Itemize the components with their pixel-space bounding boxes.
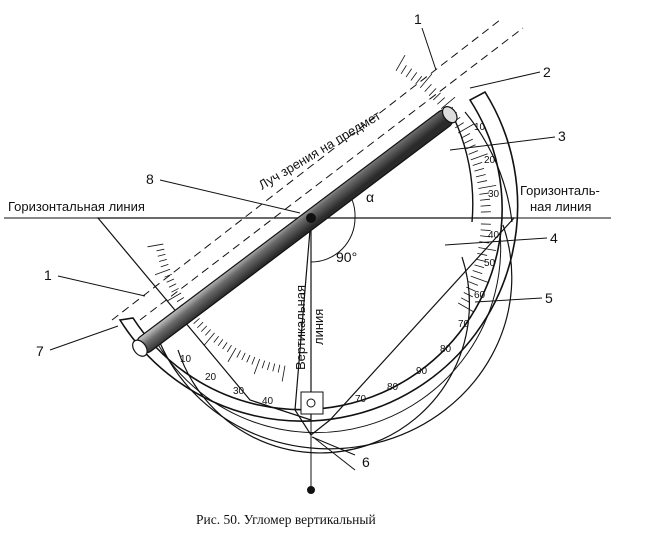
- scale-tick: [242, 353, 246, 360]
- inner-scale-40: 40: [262, 396, 274, 407]
- scale-tick: [197, 322, 203, 328]
- scale-tick: [474, 168, 484, 171]
- callout-4: 4: [550, 230, 558, 246]
- vertical-line-label-1: Вертикальная: [293, 285, 308, 370]
- index-window: [301, 392, 323, 414]
- scale-tick: [481, 205, 491, 206]
- scale-tick: [478, 185, 496, 188]
- inner-scale-30: 30: [233, 386, 245, 397]
- callout-5: 5: [545, 290, 553, 306]
- scale-tick: [227, 345, 231, 352]
- outer-scale-10: 10: [474, 122, 486, 133]
- outer-scale-30: 30: [488, 189, 500, 200]
- callout-7: 7: [36, 343, 44, 359]
- inner-scale-20: 20: [205, 372, 217, 383]
- scale-tick: [223, 342, 227, 349]
- scale-tick: [461, 133, 470, 138]
- callout-1-top: 1: [414, 11, 422, 27]
- scale-tick: [171, 288, 178, 292]
- scale-tick: [159, 259, 167, 261]
- scale-tick: [194, 318, 200, 323]
- outer-scale-60: 60: [474, 290, 486, 301]
- scale-tick: [205, 329, 210, 335]
- scale-tick: [156, 249, 164, 251]
- scale-tick: [474, 265, 484, 268]
- outer-scale-80: 80: [440, 344, 452, 355]
- callout-8: 8: [146, 171, 154, 187]
- angle-90-label: 90°: [336, 249, 357, 265]
- scale-tick: [416, 76, 422, 84]
- horizontal-line-label-right-1: Горизонталь-: [520, 183, 600, 198]
- scale-tick: [473, 162, 483, 165]
- scale-tick: [247, 355, 250, 362]
- vertical-line-label-2: линия: [311, 309, 326, 345]
- scale-tick: [237, 350, 241, 357]
- scale-tick: [252, 357, 255, 364]
- outer-scale-40: 40: [488, 230, 500, 241]
- scale-tick: [458, 303, 474, 312]
- scale-tick: [477, 181, 487, 183]
- scale-tick: [262, 361, 264, 369]
- scale-tick: [437, 98, 444, 105]
- scale-tick: [401, 65, 406, 73]
- plumb-bob: [307, 486, 315, 494]
- scale-tick: [469, 282, 478, 286]
- scale-tick: [254, 359, 259, 374]
- scale-tick: [473, 271, 483, 274]
- scale-tick: [464, 139, 473, 143]
- inner-scale-90: 90: [416, 366, 428, 377]
- scale-tick: [218, 339, 223, 345]
- scale-tick: [464, 293, 473, 297]
- scale-tick: [396, 55, 405, 71]
- scale-tick: [425, 84, 432, 91]
- callout-6: 6: [362, 454, 370, 470]
- scale-ring: [155, 110, 512, 453]
- scale-tick: [411, 72, 417, 80]
- scale-tick: [461, 298, 470, 303]
- callout-3: 3: [558, 128, 566, 144]
- inner-scale-10: 10: [180, 354, 192, 365]
- scale-tick: [201, 326, 207, 332]
- scale-tick: [177, 297, 184, 301]
- alpha-label: α: [366, 189, 374, 205]
- scale-tick: [282, 366, 285, 382]
- scale-tick: [273, 364, 275, 372]
- scale-tick: [433, 93, 440, 100]
- scale-tick: [158, 254, 166, 256]
- outer-scale-20: 20: [484, 155, 496, 166]
- outer-scale-70: 70: [458, 319, 470, 330]
- scale-tick: [155, 269, 170, 274]
- scale-tick: [458, 124, 474, 133]
- horizontal-line-label-left: Горизонтальная линия: [8, 199, 145, 214]
- inner-scale-70: 70: [355, 394, 367, 405]
- inner-scale-80: 80: [387, 382, 399, 393]
- pivot-point: [306, 213, 316, 223]
- scale-tick: [476, 174, 486, 176]
- scale-tick: [469, 151, 478, 155]
- horizontal-line-label-right-2: ная линия: [530, 199, 591, 214]
- figure-caption: Рис. 50. Угломер вертикальный: [196, 512, 376, 527]
- scale-tick: [228, 348, 236, 362]
- scale-tick: [471, 276, 488, 282]
- sight-line-dashed-b: [140, 28, 523, 320]
- callout-2: 2: [543, 64, 551, 80]
- scale-tick: [148, 244, 164, 247]
- scale-tick: [214, 336, 219, 342]
- scale-tick: [167, 279, 174, 282]
- scale-tick: [161, 264, 169, 266]
- scale-tick: [267, 362, 269, 370]
- scale-tick: [278, 365, 280, 373]
- outer-scale-50: 50: [484, 258, 496, 269]
- scale-tick: [406, 69, 412, 77]
- callout-1-left: 1: [44, 267, 52, 283]
- scale-tick: [169, 284, 176, 288]
